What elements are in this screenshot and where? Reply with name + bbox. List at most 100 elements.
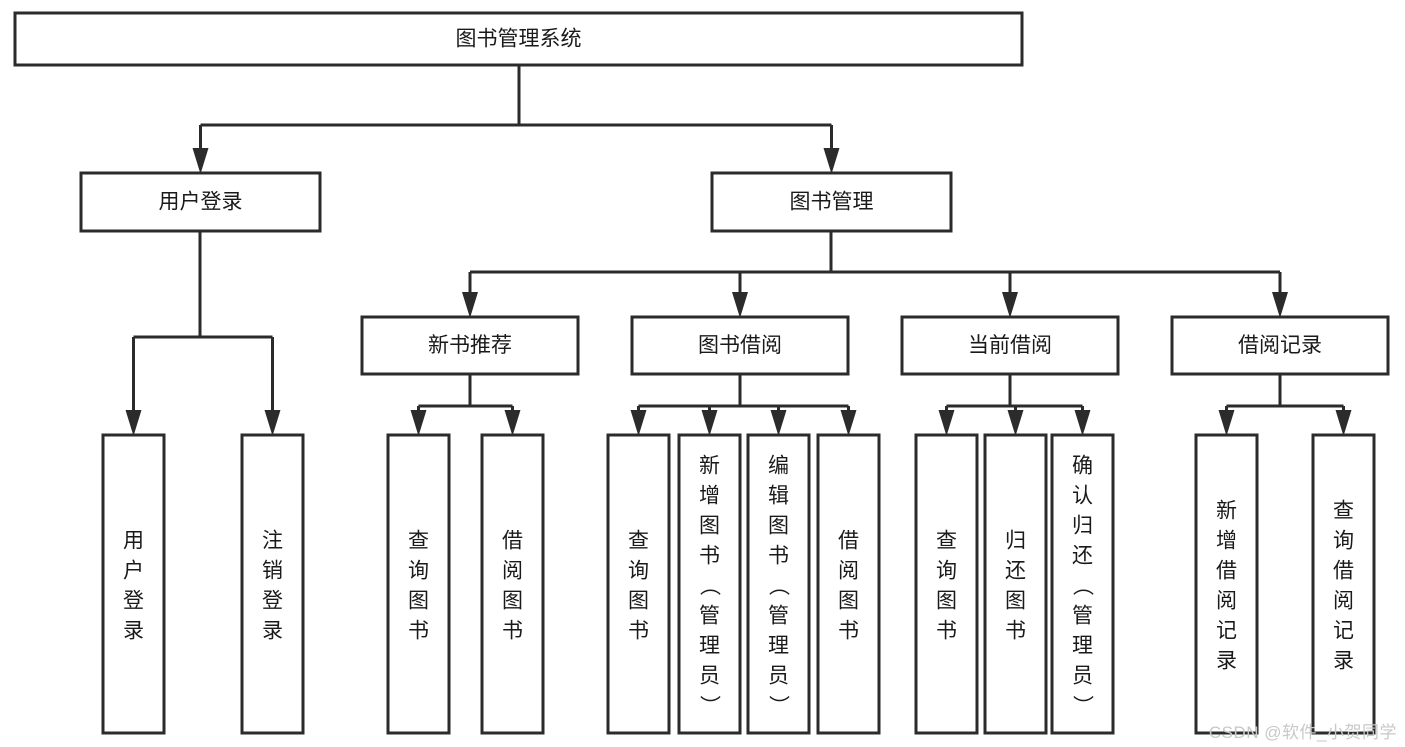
node-borrow-record[interactable]: 借阅记录 [1170,315,1390,376]
svg-text:询: 询 [408,559,429,582]
svg-text:）: ） [698,695,721,716]
node-box-new-book-recommend[interactable] [360,315,580,376]
svg-text:图: 图 [628,589,649,612]
node-leaf-user-login[interactable]: 用户登录 [101,433,166,735]
svg-text:编: 编 [768,454,789,477]
arrow-head-icon [462,292,478,318]
svg-text:还: 还 [1005,559,1026,582]
node-label-user-login: 用户登录 [159,191,243,214]
node-box-leaf-logout[interactable] [240,433,305,735]
node-box-user-login[interactable] [79,171,322,233]
node-box-leaf-query-book-3[interactable] [914,433,979,735]
node-box-leaf-query-book-2[interactable] [606,433,671,735]
connector-root [192,65,840,174]
svg-text:借: 借 [838,529,859,552]
node-box-leaf-borrow-book-1[interactable] [480,433,545,735]
svg-text:查: 查 [408,529,429,552]
arrow-head-icon [701,410,718,436]
node-box-leaf-confirm-return-admin[interactable] [1050,433,1115,735]
svg-text:借: 借 [1333,559,1354,582]
connector-layer [125,65,1352,436]
svg-text:理: 理 [768,634,789,657]
node-label-book-borrow: 图书借阅 [698,334,782,357]
node-root[interactable]: 图书管理系统 [13,11,1024,67]
node-box-book-borrow[interactable] [630,315,850,376]
node-user-login[interactable]: 用户登录 [79,171,322,233]
svg-text:书: 书 [699,544,720,567]
svg-text:）: ） [767,695,790,716]
svg-text:增: 增 [1216,529,1237,552]
node-new-book-recommend[interactable]: 新书推荐 [360,315,580,376]
connector-user-login [125,231,281,436]
node-box-leaf-edit-book-admin[interactable] [746,433,811,735]
node-box-borrow-record[interactable] [1170,315,1390,376]
svg-text:（: （ [698,575,721,596]
svg-text:录: 录 [123,619,144,642]
svg-text:销: 销 [262,559,283,582]
svg-text:图: 图 [838,589,859,612]
svg-text:管: 管 [699,604,720,627]
node-box-leaf-borrow-book-2[interactable] [816,433,881,735]
svg-text:图: 图 [768,514,789,537]
svg-text:询: 询 [1333,529,1354,552]
svg-text:注: 注 [262,529,283,552]
arrow-head-icon [1218,410,1235,436]
node-current-borrow[interactable]: 当前借阅 [900,315,1120,376]
node-label-current-borrow: 当前借阅 [968,334,1052,357]
arrow-head-icon [732,292,748,318]
svg-text:阅: 阅 [838,559,859,582]
node-box-leaf-return-book[interactable] [983,433,1048,735]
arrow-head-icon [192,148,209,174]
node-box-leaf-query-borrow-record[interactable] [1311,433,1376,735]
node-box-leaf-add-borrow-record[interactable] [1194,433,1259,735]
svg-text:归: 归 [1072,514,1093,537]
svg-text:图: 图 [502,589,523,612]
svg-text:书: 书 [936,619,957,642]
svg-text:管: 管 [1072,604,1093,627]
node-box-leaf-add-book-admin[interactable] [677,433,742,735]
svg-text:阅: 阅 [1216,589,1237,612]
node-box-leaf-user-login[interactable] [101,433,166,735]
svg-text:记: 记 [1333,619,1354,642]
svg-text:书: 书 [502,619,523,642]
svg-text:登: 登 [123,589,144,612]
arrow-head-icon [1335,410,1352,436]
svg-text:书: 书 [768,544,789,567]
node-box-book-management[interactable] [710,171,953,233]
node-label-book-management: 图书管理 [790,191,874,214]
node-book-management[interactable]: 图书管理 [710,171,953,233]
node-box-leaf-query-book-1[interactable] [386,433,451,735]
svg-text:增: 增 [699,484,720,507]
svg-text:户: 户 [123,559,144,582]
arrow-head-icon [1074,410,1091,436]
arrow-head-icon [1272,292,1288,318]
svg-text:登: 登 [262,589,283,612]
svg-text:记: 记 [1216,619,1237,642]
svg-text:（: （ [767,575,790,596]
node-box-root[interactable] [13,11,1024,67]
svg-text:理: 理 [1072,634,1093,657]
node-book-borrow[interactable]: 图书借阅 [630,315,850,376]
node-box-current-borrow[interactable] [900,315,1120,376]
svg-text:（: （ [1071,575,1094,596]
